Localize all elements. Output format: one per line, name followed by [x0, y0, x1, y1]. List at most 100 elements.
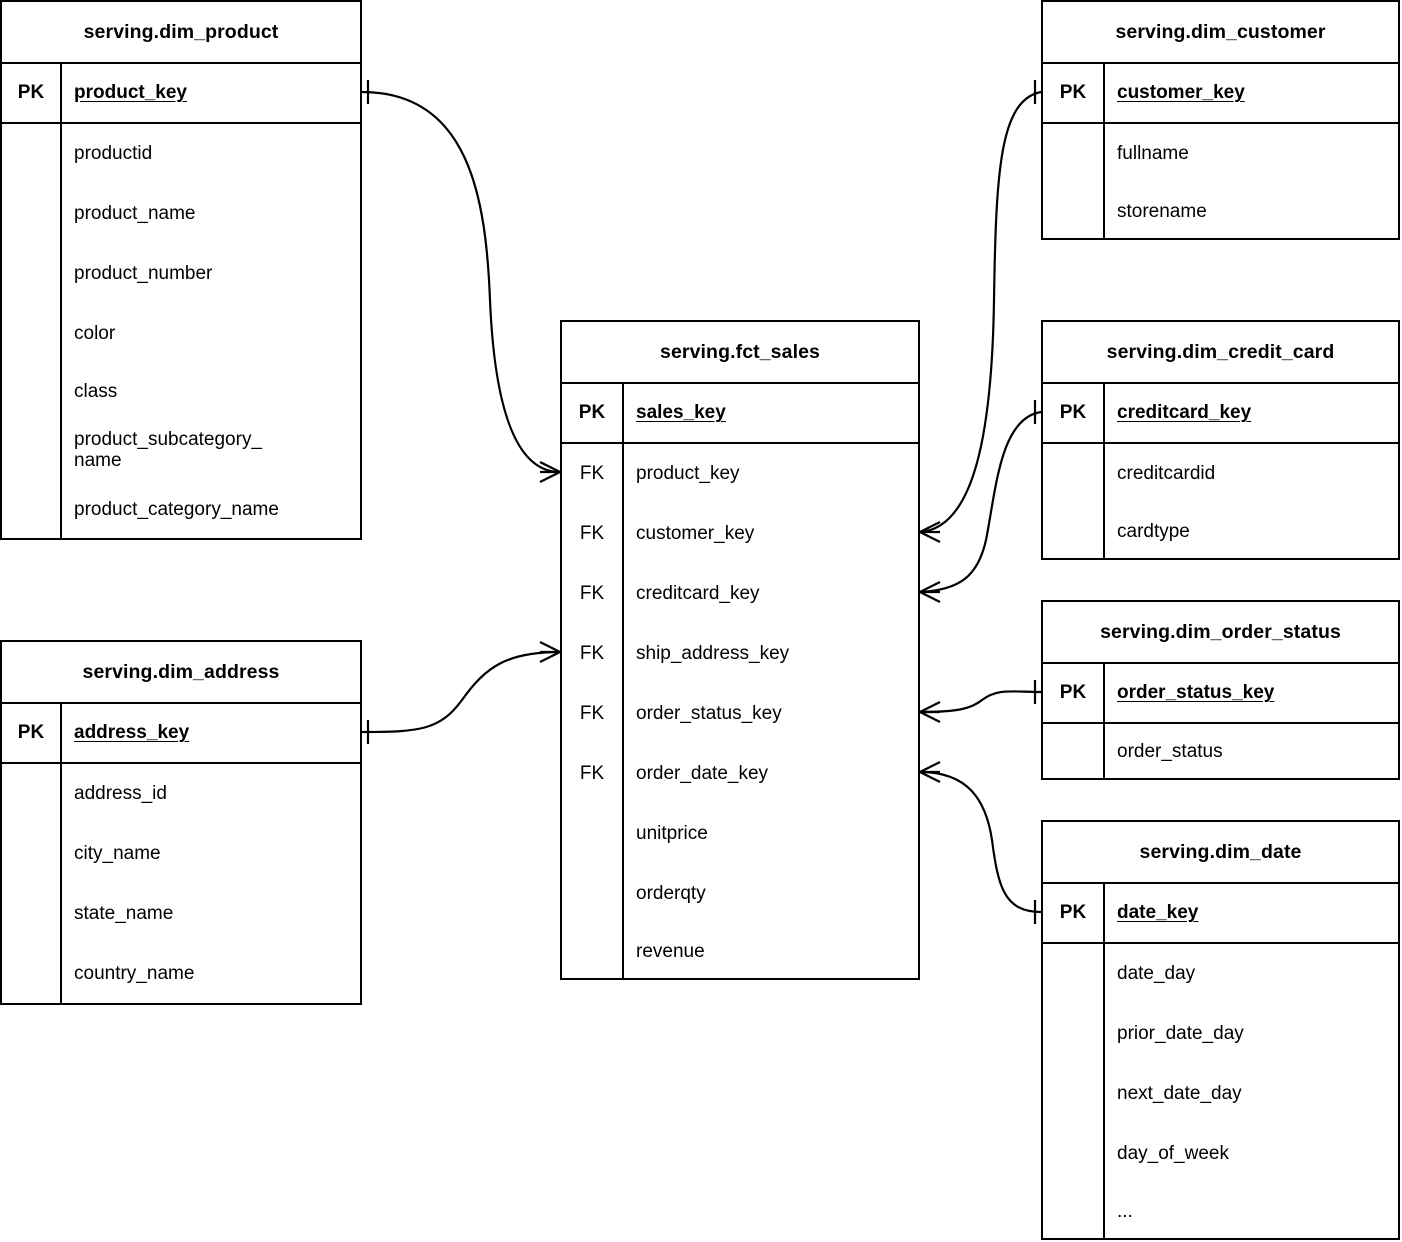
attr-key-1 [1043, 184, 1103, 239]
pk-field-dim-order-status[interactable]: order_status_key [1117, 682, 1275, 704]
attr-field-productid[interactable]: productid [74, 143, 153, 165]
entity-title-dim-date: serving.dim_date [1043, 822, 1398, 884]
entity-title-dim-credit-card: serving.dim_credit_card [1043, 322, 1398, 384]
attr-key-0 [1043, 444, 1103, 504]
entity-title-dim-customer: serving.dim_customer [1043, 2, 1398, 64]
attr-key-4 [1043, 1184, 1103, 1239]
attr-field-unitprice[interactable]: unitprice [636, 823, 708, 845]
rel-customer-sales-connector [919, 80, 1042, 543]
attr-key-1 [2, 824, 60, 884]
attr-key-3 [2, 944, 60, 1004]
attr-field-creditcard-key[interactable]: creditcard_key [636, 583, 760, 605]
entity-title-fct-sales: serving.fct_sales [562, 322, 918, 384]
pk-label-dim-date: PK [1059, 902, 1087, 923]
pk-row-dim-order-status: PK order_status_key [1043, 664, 1398, 724]
attr-field-ellipsis[interactable]: ... [1117, 1200, 1133, 1222]
rel-creditcard-sales-connector [919, 400, 1042, 603]
entity-title-dim-product: serving.dim_product [2, 2, 360, 64]
rel-orderstatus-sales-connector [919, 680, 1042, 723]
crowfoot-orderstatus [919, 701, 941, 723]
attr-field-next-date-day[interactable]: next_date_day [1117, 1083, 1242, 1105]
attr-field-date-day[interactable]: date_day [1117, 963, 1196, 985]
attr-field-prior-date-day[interactable]: prior_date_day [1117, 1023, 1244, 1045]
attr-field-cardtype[interactable]: cardtype [1117, 520, 1190, 542]
fk-label-product-key: FK [579, 463, 605, 484]
attr-field-day-of-week[interactable]: day_of_week [1117, 1143, 1229, 1165]
attr-key-0 [1043, 944, 1103, 1004]
entity-title-dim-order-status: serving.dim_order_status [1043, 602, 1398, 664]
pk-row-dim-product: PK product_key [2, 64, 360, 124]
entity-dim-customer[interactable]: serving.dim_customer PK customer_key ful… [1041, 0, 1400, 240]
attr-key-unitprice [562, 804, 622, 864]
attr-field-order-date-key[interactable]: order_date_key [636, 763, 769, 785]
attributes-dim-order-status: order_status [1043, 724, 1398, 779]
entity-dim-order-status[interactable]: serving.dim_order_status PK order_status… [1041, 600, 1400, 780]
attr-field-product-number[interactable]: product_number [74, 263, 213, 285]
pk-row-dim-customer: PK customer_key [1043, 64, 1398, 124]
pk-row-dim-date: PK date_key [1043, 884, 1398, 944]
pk-field-dim-date[interactable]: date_key [1117, 902, 1199, 924]
attr-field-storename[interactable]: storename [1117, 200, 1207, 222]
entity-dim-credit-card[interactable]: serving.dim_credit_card PK creditcard_ke… [1041, 320, 1400, 560]
attr-field-product-category-name[interactable]: product_category_name [74, 499, 279, 521]
pk-label-fct-sales: PK [578, 402, 606, 423]
attr-field-fullname[interactable]: fullname [1117, 143, 1189, 165]
attr-field-product-key[interactable]: product_key [636, 463, 740, 485]
attr-key-3 [2, 304, 60, 364]
attr-key-1 [1043, 1004, 1103, 1064]
attributes-dim-credit-card: creditcardid cardtype [1043, 444, 1398, 559]
pk-label-dim-order-status: PK [1059, 682, 1087, 703]
pk-field-fct-sales[interactable]: sales_key [636, 402, 726, 424]
rel-date-sales-connector [919, 761, 1042, 924]
attr-field-order-status[interactable]: order_status [1117, 740, 1223, 762]
attributes-dim-address: address_id city_name state_name country_… [2, 764, 360, 1004]
attr-field-color[interactable]: color [74, 323, 116, 345]
crowfoot-product [539, 461, 561, 483]
attr-field-ship-address-key[interactable]: ship_address_key [636, 643, 790, 665]
rel-product-sales-connector [361, 80, 561, 483]
entity-dim-product[interactable]: serving.dim_product PK product_key produ… [0, 0, 362, 540]
crowfoot-date [919, 761, 941, 783]
crowfoot-customer [919, 521, 941, 543]
crowfoot-address [539, 641, 561, 663]
entity-fct-sales[interactable]: serving.fct_sales PK sales_key FK FK FK … [560, 320, 920, 980]
attributes-dim-date: date_day prior_date_day next_date_day da… [1043, 944, 1398, 1239]
pk-field-dim-credit-card[interactable]: creditcard_key [1117, 402, 1252, 424]
attr-field-customer-key[interactable]: customer_key [636, 523, 755, 545]
attr-field-address-id[interactable]: address_id [74, 783, 167, 805]
pk-row-fct-sales: PK sales_key [562, 384, 918, 444]
attr-key-2 [1043, 1064, 1103, 1124]
attr-key-2 [2, 884, 60, 944]
entity-dim-address[interactable]: serving.dim_address PK address_key addre… [0, 640, 362, 1005]
attributes-dim-product: productid product_name product_number co… [2, 124, 360, 539]
pk-field-dim-address[interactable]: address_key [74, 722, 190, 744]
entity-dim-date[interactable]: serving.dim_date PK date_key date_day pr… [1041, 820, 1400, 1240]
attr-key-1 [2, 184, 60, 244]
pk-row-dim-credit-card: PK creditcard_key [1043, 384, 1398, 444]
attr-key-6 [2, 481, 60, 539]
pk-field-dim-product[interactable]: product_key [74, 82, 187, 104]
attr-field-product-name[interactable]: product_name [74, 203, 196, 225]
pk-field-dim-customer[interactable]: customer_key [1117, 82, 1245, 104]
attr-field-revenue[interactable]: revenue [636, 940, 705, 962]
attr-key-4 [2, 364, 60, 419]
attr-field-product-subcategory-name[interactable]: product_subcategory_ name [74, 428, 263, 471]
rel-address-sales-connector [361, 641, 561, 744]
attr-field-creditcardid[interactable]: creditcardid [1117, 463, 1216, 485]
attr-field-city-name[interactable]: city_name [74, 843, 161, 865]
attr-key-0 [1043, 124, 1103, 184]
attr-field-order-status-key[interactable]: order_status_key [636, 703, 782, 725]
fk-label-order-date-key: FK [579, 763, 605, 784]
attr-key-orderqty [562, 864, 622, 924]
pk-label-dim-product: PK [17, 82, 45, 103]
attr-key-revenue [562, 924, 622, 979]
attr-field-class[interactable]: class [74, 380, 118, 402]
attr-key-5 [2, 419, 60, 481]
fk-label-creditcard-key: FK [579, 583, 605, 604]
attr-field-state-name[interactable]: state_name [74, 903, 174, 925]
attr-field-orderqty[interactable]: orderqty [636, 883, 706, 905]
attr-field-country-name[interactable]: country_name [74, 963, 195, 985]
crowfoot-creditcard [919, 581, 941, 603]
fk-label-ship-address-key: FK [579, 643, 605, 664]
